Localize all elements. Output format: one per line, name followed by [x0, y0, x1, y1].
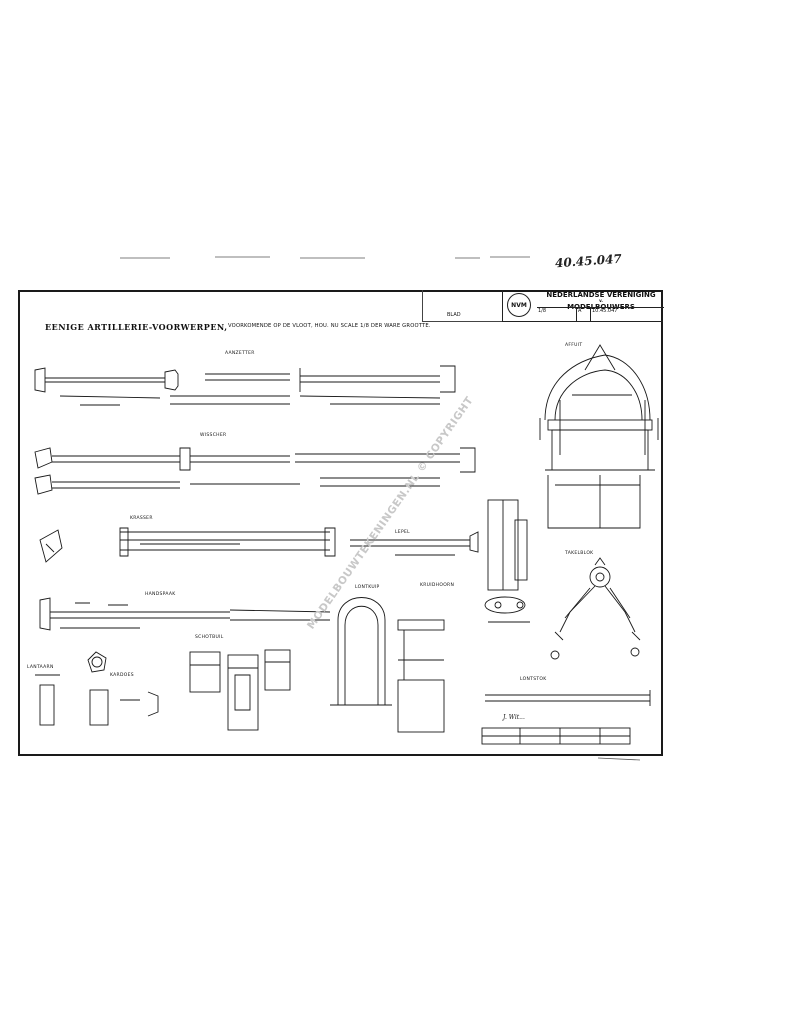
- title-block: NVM NEDERLANDSE VERENIGING v. MODELBOUWE…: [502, 290, 664, 322]
- logo-text: NVM: [511, 301, 527, 309]
- label-rammer: AANZETTER: [225, 351, 255, 356]
- drawing-subtitle: VOORKOMENDE OP DE VLOOT, HOU. NU SCALE 1…: [228, 323, 431, 329]
- cell-a: A: [577, 308, 591, 322]
- gun-cover-drawing: [189, 649, 291, 731]
- linstock-drawing: [481, 690, 651, 745]
- label-sponge: WISSCHER: [200, 433, 227, 438]
- sponge-drawing: [34, 447, 476, 495]
- label-powder-horn: KRUIDHOORN: [420, 583, 455, 588]
- cell-sheet: 1/8: [537, 308, 577, 322]
- org-line-1: NEDERLANDSE VERENIGING: [546, 291, 656, 299]
- label-wormer: KRASSER: [130, 516, 153, 521]
- match-tub-drawing: [330, 597, 445, 733]
- wormer-drawing: [39, 527, 336, 563]
- title-block-cells: 1/8 A 10.45.047: [537, 307, 664, 322]
- nvm-logo: NVM: [507, 293, 531, 317]
- drawing-title: EENIGE ARTILLERIE-VOORWERPEN,: [45, 322, 228, 332]
- tackle-block-drawing: [550, 557, 641, 660]
- lantern-drawing: [35, 651, 159, 726]
- label-cartridge: KARDOES: [110, 673, 134, 678]
- gun-carriage-drawing: [539, 344, 659, 529]
- label-gun-cover: SCHOTBUIL: [195, 635, 224, 640]
- label-handspike: HANDSPAAK: [145, 592, 176, 597]
- label-ladle: LEPEL: [395, 530, 410, 535]
- cell-number: 10.45.047: [592, 308, 618, 314]
- label-linstock: LONTSTOK: [520, 677, 547, 682]
- label-tackle: TAKELBLOK: [565, 551, 594, 556]
- revision-box-text: BLAD: [447, 312, 461, 318]
- revision-box: BLAD: [422, 290, 502, 322]
- label-match-tub: LONTKUIP: [355, 585, 380, 590]
- ladle-drawing: [350, 531, 479, 556]
- label-lantern: LANTAARN: [27, 665, 54, 670]
- rammer-head-drawing: [484, 499, 530, 623]
- handspike-drawing: [39, 597, 331, 631]
- drawing-signature: J. Wit...: [503, 714, 525, 721]
- drawing-sheet-border: [18, 290, 663, 756]
- label-gun-carriage: AFFUIT: [565, 343, 583, 348]
- rammer-drawing: [34, 365, 456, 406]
- org-line-2: v.: [599, 298, 603, 303]
